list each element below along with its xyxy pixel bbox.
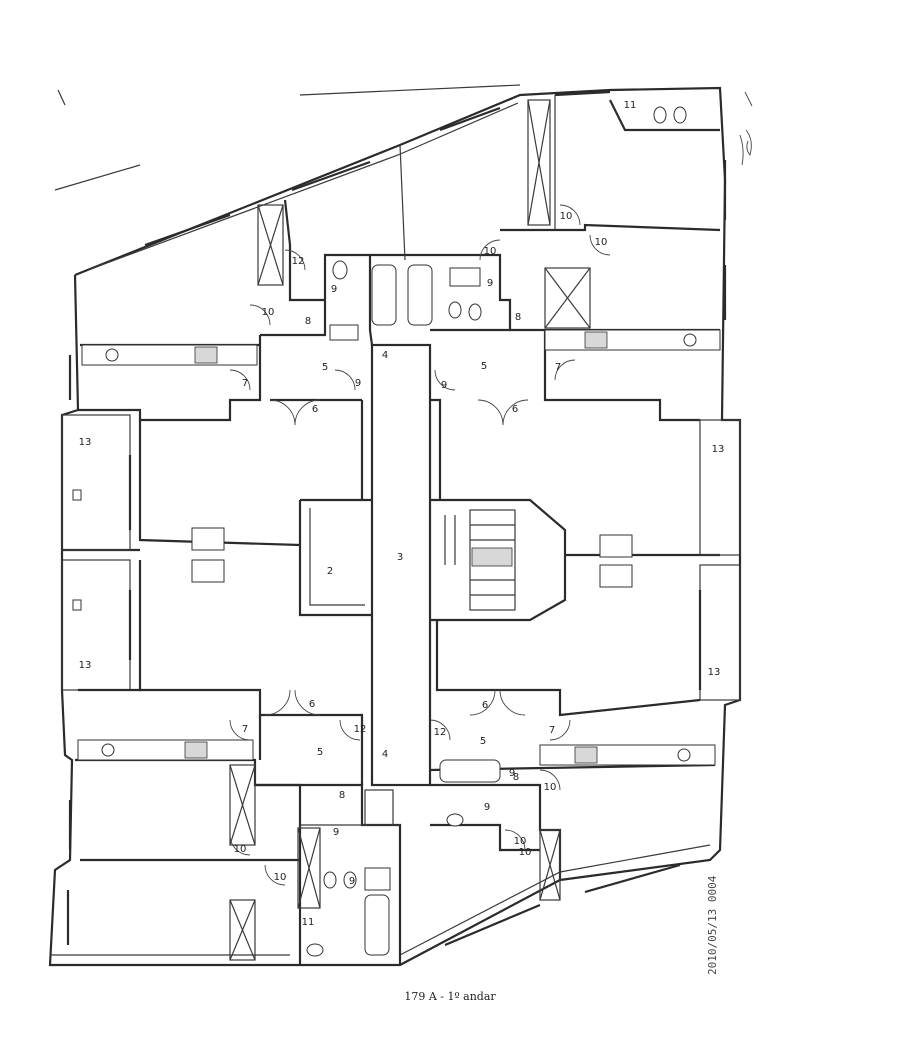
room-label: 13	[708, 667, 721, 678]
room-label: 10	[595, 237, 608, 248]
room-label: 12	[434, 727, 447, 738]
bathroom-fixtures	[306, 106, 687, 957]
room-label: 8	[305, 316, 311, 327]
column-blocks	[191, 527, 633, 588]
room-label: 4	[382, 350, 388, 361]
window-marks	[66, 160, 727, 945]
room-label: 12	[354, 724, 367, 735]
room-label: 8	[513, 772, 519, 783]
room-label: 11	[624, 100, 637, 111]
room-label: 5	[322, 362, 328, 373]
room-label: 10	[519, 847, 532, 858]
room-label: 8	[339, 790, 345, 801]
room-label: 13	[79, 437, 92, 448]
date-stamp: 2010/05/13 0004	[706, 875, 719, 975]
room-label: 10	[274, 872, 287, 883]
room-label: 9	[441, 380, 447, 391]
room-label: 10	[234, 844, 247, 855]
room-label: 6	[512, 404, 518, 415]
room-label: 9	[509, 768, 515, 779]
central-corridor	[298, 343, 567, 787]
room-label: 13	[79, 660, 92, 671]
door-swings	[229, 204, 611, 886]
room-label: 12	[292, 256, 305, 267]
room-label: 10	[262, 307, 275, 318]
room-label: 6	[312, 404, 318, 415]
room-label: 4	[382, 749, 388, 760]
room-label: 5	[317, 747, 323, 758]
room-label: 2	[327, 566, 333, 577]
room-label: 9	[487, 278, 493, 289]
room-label: 7	[242, 724, 248, 735]
handwritten-mark	[739, 91, 753, 166]
room-label: 10	[514, 836, 527, 847]
kitchen-counters	[77, 329, 721, 766]
room-label: 7	[549, 725, 555, 736]
room-label: 9	[331, 284, 337, 295]
upper-partitions	[61, 95, 741, 701]
room-label: 10	[560, 211, 573, 222]
closets	[229, 99, 591, 961]
room-labels: 13 12 11 10 10 10 10 10 10 10 10 10 9 9 …	[79, 100, 725, 928]
top-windows	[144, 90, 681, 947]
lower-partitions	[75, 560, 716, 965]
room-label: 9	[484, 802, 490, 813]
room-label: 10	[544, 782, 557, 793]
room-label: 7	[242, 378, 248, 389]
room-label: 6	[309, 699, 315, 710]
room-label: 5	[480, 736, 486, 747]
room-label: 11	[302, 917, 315, 928]
room-label: 5	[481, 361, 487, 372]
room-label: 9	[333, 827, 339, 838]
outer-walls	[48, 84, 742, 967]
room-label: 8	[515, 312, 521, 323]
room-label: 9	[355, 378, 361, 389]
room-label: 9	[349, 876, 355, 887]
room-label: 13	[712, 444, 725, 455]
room-label: 6	[482, 700, 488, 711]
floor-title: 179 A - 1º andar	[404, 990, 496, 1003]
room-label: 7	[555, 362, 561, 373]
room-label: 3	[397, 552, 403, 563]
room-label: 10	[484, 246, 497, 257]
